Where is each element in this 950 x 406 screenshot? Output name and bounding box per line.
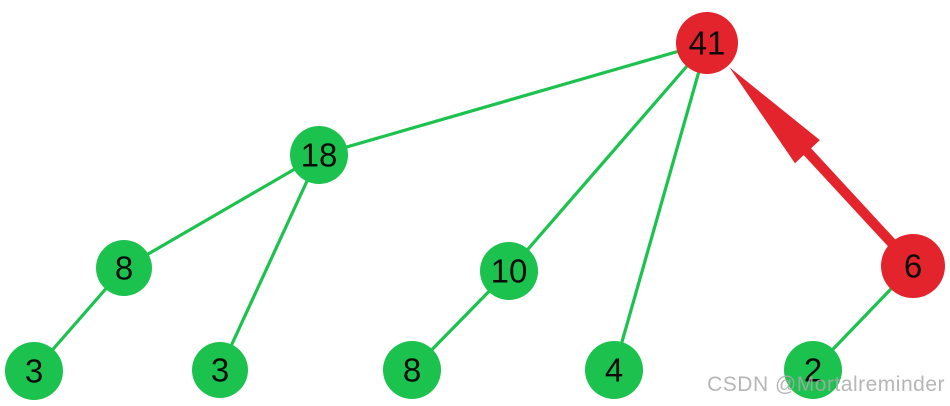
node-8M[interactable]: 8 bbox=[383, 341, 441, 399]
edge-3M-18 bbox=[218, 154, 321, 371]
node-8L[interactable]: 8 bbox=[96, 240, 152, 296]
node-circle-10[interactable] bbox=[480, 242, 538, 300]
edge-18-41 bbox=[318, 41, 708, 157]
edge-4-41 bbox=[612, 42, 709, 371]
node-6[interactable]: 6 bbox=[881, 234, 945, 298]
node-circle-18[interactable] bbox=[290, 126, 348, 184]
node-4[interactable]: 4 bbox=[585, 341, 643, 399]
edge-8L-18 bbox=[123, 153, 320, 270]
node-circle-4[interactable] bbox=[585, 341, 643, 399]
node-10[interactable]: 10 bbox=[480, 242, 538, 300]
node-circle-2[interactable] bbox=[784, 341, 842, 399]
node-circle-8M[interactable] bbox=[383, 341, 441, 399]
edge-10-41 bbox=[507, 41, 709, 273]
csdn-watermark: CSDN @Mortalreminder bbox=[707, 373, 945, 396]
node-circle-3M[interactable] bbox=[192, 342, 248, 398]
node-circle-8L[interactable] bbox=[96, 240, 152, 296]
node-3M[interactable]: 3 bbox=[192, 342, 248, 398]
merge-arrow-head bbox=[729, 67, 820, 164]
node-circle-3L[interactable] bbox=[5, 342, 63, 400]
node-41[interactable]: 41 bbox=[676, 12, 738, 74]
node-3L[interactable]: 3 bbox=[5, 342, 63, 400]
node-circle-41[interactable] bbox=[676, 12, 738, 74]
node-18[interactable]: 18 bbox=[290, 126, 348, 184]
node-circle-6[interactable] bbox=[881, 234, 945, 298]
